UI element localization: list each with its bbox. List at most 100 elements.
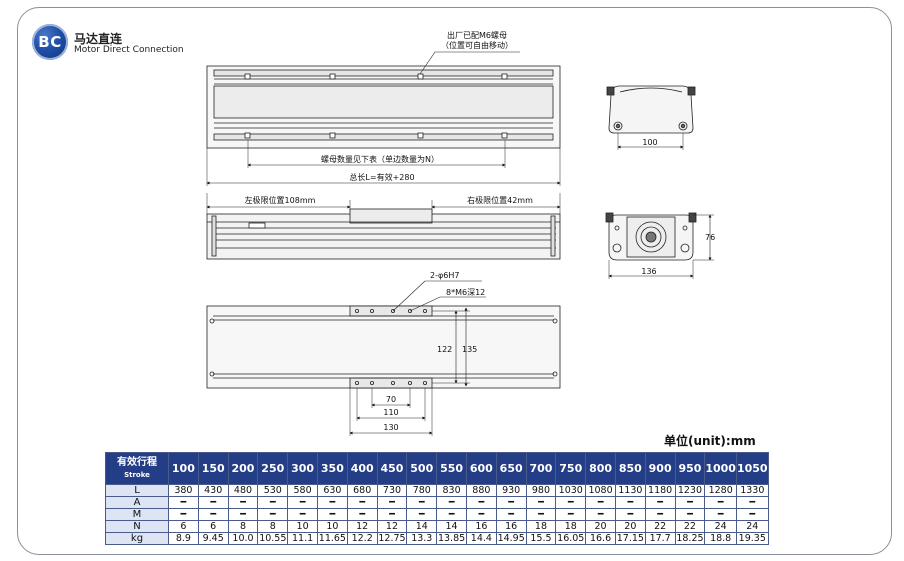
stroke-label-cn: 有效行程 [117, 456, 157, 468]
table-cell: ━ [287, 508, 318, 521]
dim-122: 122 [437, 345, 452, 354]
tapped-hole-label: 8*M6深12 [446, 288, 485, 297]
table-cell: 24 [704, 520, 737, 533]
table-cell: 12 [376, 520, 408, 533]
table-cell: ━ [227, 508, 259, 521]
table-cell: 18 [555, 520, 587, 533]
stroke-header-cell: 150 [197, 452, 229, 485]
table-cell: 14.95 [495, 532, 527, 545]
table-cell: 10.0 [227, 532, 259, 545]
row-label: M [105, 508, 169, 521]
stroke-header-cell: 200 [227, 452, 259, 485]
table-cell: 18 [525, 520, 557, 533]
table-cell: ━ [376, 508, 408, 521]
table-cell: 1230 [674, 484, 706, 497]
table-cell: ━ [406, 496, 438, 509]
table-cell: 580 [287, 484, 318, 497]
table-cell: 16.6 [585, 532, 616, 545]
table-cell: 17.15 [614, 532, 646, 545]
unit-label: 单位(unit):mm [664, 434, 756, 448]
table-cell: 10 [287, 520, 318, 533]
table-cell: 18.25 [674, 532, 706, 545]
table-cell: 19.35 [735, 532, 769, 545]
total-length-note: 总长L=有效+280 [349, 172, 414, 182]
table-cell: ━ [525, 508, 557, 521]
pin-hole-label: 2-φ6H7 [430, 271, 459, 280]
table-cell: 11.1 [287, 532, 318, 545]
stroke-header-cell: 850 [614, 452, 646, 485]
table-cell: ━ [585, 496, 616, 509]
table-cell: 16 [495, 520, 527, 533]
table-cell: 1030 [555, 484, 587, 497]
table-cell: ━ [674, 508, 706, 521]
dim-136: 136 [641, 267, 656, 276]
nut-note-line2: （位置可自由移动） [441, 40, 513, 50]
stroke-header-cell: 300 [287, 452, 318, 485]
dim-135: 135 [462, 345, 477, 354]
nut-note-line1: 出厂已配M6螺母 [447, 30, 507, 40]
dim-110: 110 [383, 408, 398, 417]
stroke-header-cell: 1000 [704, 452, 737, 485]
table-row: A━━━━━━━━━━━━━━━━━━━━ [105, 496, 769, 509]
brand-name-en: Motor Direct Connection [74, 45, 184, 55]
table-cell: 1130 [614, 484, 646, 497]
table-cell: 12 [346, 520, 378, 533]
table-cell: ━ [346, 508, 378, 521]
table-cell: ━ [465, 508, 497, 521]
table-cell: ━ [644, 508, 676, 521]
dim-100: 100 [642, 138, 657, 147]
table-cell: ━ [436, 496, 467, 509]
table-row: M━━━━━━━━━━━━━━━━━━━━ [105, 508, 769, 521]
nut-slots-top [244, 73, 508, 139]
table-cell: ━ [257, 496, 289, 509]
top-view [206, 51, 561, 186]
table-cell: ━ [674, 496, 706, 509]
table-cell: ━ [585, 508, 616, 521]
table-cell: ━ [287, 496, 318, 509]
table-cell: 22 [674, 520, 706, 533]
table-cell: ━ [168, 496, 199, 509]
table-cell: 8 [227, 520, 259, 533]
table-cell: ━ [376, 496, 408, 509]
table-cell: 15.5 [525, 532, 557, 545]
table-cell: ━ [644, 496, 676, 509]
brand-logo: BC [32, 24, 68, 60]
table-cell: ━ [495, 508, 527, 521]
table-cell: 880 [465, 484, 497, 497]
table-cell: ━ [316, 496, 348, 509]
table-cell: ━ [735, 496, 769, 509]
table-cell: 14.4 [465, 532, 497, 545]
table-cell: 17.7 [644, 532, 676, 545]
table-cell: 24 [735, 520, 769, 533]
table-cell: 6 [168, 520, 199, 533]
table-cell: 930 [495, 484, 527, 497]
table-cell: ━ [525, 496, 557, 509]
row-label: L [105, 484, 169, 497]
stroke-header-cell: 250 [257, 452, 289, 485]
table-cell: ━ [406, 508, 438, 521]
table-cell: ━ [227, 496, 259, 509]
table-cell: 1280 [704, 484, 737, 497]
stroke-header-cell: 600 [465, 452, 497, 485]
stroke-header-cell: 900 [644, 452, 676, 485]
stroke-header-label: 有效行程 Stroke [105, 452, 169, 485]
table-cell: 12.2 [346, 532, 378, 545]
stroke-header-cell: 1050 [735, 452, 769, 485]
table-cell: 20 [614, 520, 646, 533]
table-cell: 780 [406, 484, 438, 497]
dim-130: 130 [383, 423, 398, 432]
nut-count-note: 螺母数量见下表（单边数量为N） [321, 154, 439, 164]
table-cell: 10 [316, 520, 348, 533]
table-cell: 680 [346, 484, 378, 497]
table-cell: 14 [436, 520, 467, 533]
table-cell: ━ [197, 508, 229, 521]
table-cell: ━ [257, 508, 289, 521]
table-cell: ━ [465, 496, 497, 509]
table-cell: 6 [197, 520, 229, 533]
stroke-header-cell: 450 [376, 452, 408, 485]
table-cell: ━ [704, 496, 737, 509]
table-cell: 20 [585, 520, 616, 533]
